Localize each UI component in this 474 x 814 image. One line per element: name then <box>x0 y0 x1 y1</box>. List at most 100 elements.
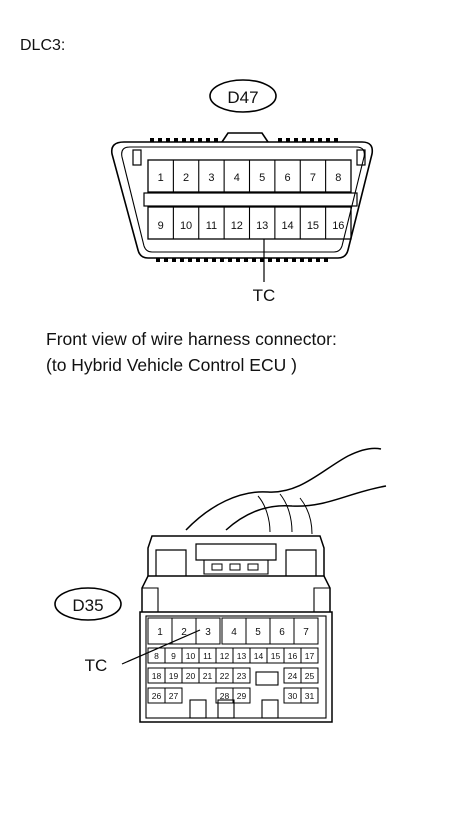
harness-wire-upper <box>185 447 382 531</box>
dlc3-pin-11: 11 <box>206 220 217 232</box>
harness-crease-2 <box>279 493 293 533</box>
ecu-pin-6: 6 <box>279 627 285 638</box>
ecu-top-housing <box>147 535 325 576</box>
dlc3-top-tooth <box>206 138 210 142</box>
dlc3-pin-6: 6 <box>285 172 291 184</box>
ecu-center-lock <box>195 543 277 561</box>
dlc3-divider-bar <box>143 192 358 207</box>
ecu-pin-12: 12 <box>220 651 230 661</box>
dlc3-top-tooth <box>278 138 282 142</box>
dlc3-teeth <box>150 138 338 262</box>
ecu-label-ellipse <box>54 587 122 621</box>
ecu-tc-leader <box>121 629 201 665</box>
harness-wire-lower <box>225 485 387 531</box>
dlc3-pin-12: 12 <box>231 220 243 232</box>
ecu-row-3-labels: 18 19 20 21 22 23 24 25 <box>152 671 315 681</box>
ecu-row-3-cell <box>300 667 319 684</box>
ecu-pin-19: 19 <box>169 671 179 681</box>
ecu-pin-17: 17 <box>305 651 315 661</box>
dlc3-pin-10: 10 <box>180 220 192 232</box>
dlc3-pin-1: 1 <box>158 172 164 184</box>
dlc3-bottom-tooth <box>260 258 264 262</box>
dlc3-bottom-tooth <box>292 258 296 262</box>
ecu-pin-1: 1 <box>157 627 163 638</box>
dlc3-bottom-tooth <box>268 258 272 262</box>
dlc3-bottom-tooth <box>180 258 184 262</box>
ecu-row-4-cell <box>232 687 251 704</box>
dlc3-bottom-tooth <box>156 258 160 262</box>
dlc3-label-ellipse <box>209 79 277 113</box>
dlc3-pin-4: 4 <box>234 172 240 184</box>
ecu-row-1-cell <box>293 617 319 645</box>
dlc3-inner-body <box>121 146 365 253</box>
dlc3-top-tooth <box>190 138 194 142</box>
ecu-row-4-cell <box>300 687 319 704</box>
ecu-notch-3 <box>261 699 279 719</box>
dlc3-bottom-tooth <box>164 258 168 262</box>
ecu-shoulders <box>141 575 331 612</box>
ecu-pin-8: 8 <box>154 651 159 661</box>
ecu-row-3-cell <box>232 667 251 684</box>
ecu-inner-body <box>145 615 327 719</box>
dlc3-top-tooth <box>198 138 202 142</box>
dlc3-bottom-tooth <box>324 258 328 262</box>
ecu-row-1-cell <box>195 617 221 645</box>
ecu-row-1-labels: 1 2 3 4 5 6 7 <box>157 627 309 638</box>
dlc3-bottom-tooth <box>188 258 192 262</box>
dlc3-bottom-tooth <box>276 258 280 262</box>
ecu-row-2-cell <box>300 647 319 664</box>
harness-crease-3 <box>299 497 313 535</box>
ecu-pin-11: 11 <box>203 651 212 661</box>
dlc3-bottom-tooth <box>196 258 200 262</box>
ecu-row-4-labels: 26 27 28 29 30 31 <box>152 691 315 701</box>
connector-description-line-2: (to Hybrid Vehicle Control ECU ) <box>46 355 297 375</box>
dlc3-top-tooth <box>174 138 178 142</box>
dlc3-bottom-tooth <box>172 258 176 262</box>
dlc3-top-tooth <box>214 138 218 142</box>
ecu-blank-cavity <box>255 671 279 686</box>
dlc3-tc-label: TC <box>253 286 276 305</box>
ecu-body <box>139 611 333 723</box>
dlc3-pin-15: 15 <box>307 220 319 232</box>
dlc3-body <box>110 141 374 259</box>
ecu-pin-29: 29 <box>237 691 247 701</box>
dlc3-bottom-tooth <box>308 258 312 262</box>
ecu-pin-28: 28 <box>220 691 230 701</box>
dlc3-top-tooth <box>334 138 338 142</box>
ecu-pin-3: 3 <box>205 627 211 638</box>
ecu-pin-21: 21 <box>203 671 213 681</box>
ecu-row-2-labels: 8 9 10 11 12 13 14 15 16 17 <box>154 651 314 661</box>
ecu-pin-20: 20 <box>186 671 196 681</box>
connector-description-line-1: Front view of wire harness connector: <box>46 329 337 349</box>
harness-crease-1 <box>257 495 271 533</box>
ecu-pin-4: 4 <box>231 627 237 638</box>
ecu-pin-24: 24 <box>288 671 298 681</box>
dlc3-bottom-tooth <box>316 258 320 262</box>
ecu-row-4-cell <box>164 687 183 704</box>
dlc3-pin-8: 8 <box>335 172 341 184</box>
ecu-pin-23: 23 <box>237 671 247 681</box>
ecu-shoulder-right <box>313 587 330 612</box>
ecu-pin-7: 7 <box>303 627 309 638</box>
ecu-tc-label: TC <box>85 656 108 675</box>
ecu-pin-9: 9 <box>171 651 176 661</box>
ecu-pin-26: 26 <box>152 691 162 701</box>
ecu-pin-25: 25 <box>305 671 315 681</box>
dlc3-bottom-tooth <box>284 258 288 262</box>
dlc3-bottom-tooth <box>300 258 304 262</box>
dlc3-bottom-tooth <box>220 258 224 262</box>
ecu-pin-30: 30 <box>288 691 298 701</box>
dlc3-pin-13: 13 <box>256 220 268 232</box>
dlc3-top-tooth <box>294 138 298 142</box>
dlc3-top-tooth <box>286 138 290 142</box>
dlc3-pin-9: 9 <box>158 220 164 232</box>
dlc3-top-tooth <box>326 138 330 142</box>
ecu-pin-18: 18 <box>152 671 162 681</box>
ecu-pin-14: 14 <box>254 651 264 661</box>
dlc3-pin-16: 16 <box>332 220 344 232</box>
diagram-title: DLC3: <box>20 37 66 54</box>
dlc3-pin-2: 2 <box>183 172 189 184</box>
dlc3-pin-5: 5 <box>259 172 265 184</box>
dlc3-key-left <box>132 149 142 166</box>
